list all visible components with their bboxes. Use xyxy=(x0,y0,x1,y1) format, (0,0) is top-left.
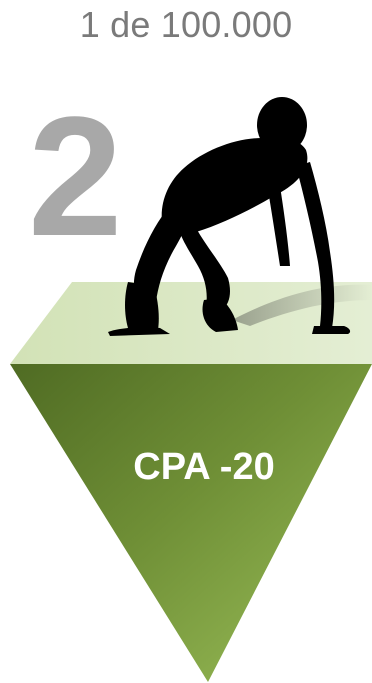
cpa-label: CPA -20 xyxy=(133,446,275,488)
rank-number: 2 xyxy=(28,82,123,272)
odds-text: 1 de 100.000 xyxy=(79,4,293,45)
runner-start-icon xyxy=(108,97,351,336)
pyramid-body xyxy=(10,364,372,682)
figure-shadow xyxy=(232,284,372,326)
